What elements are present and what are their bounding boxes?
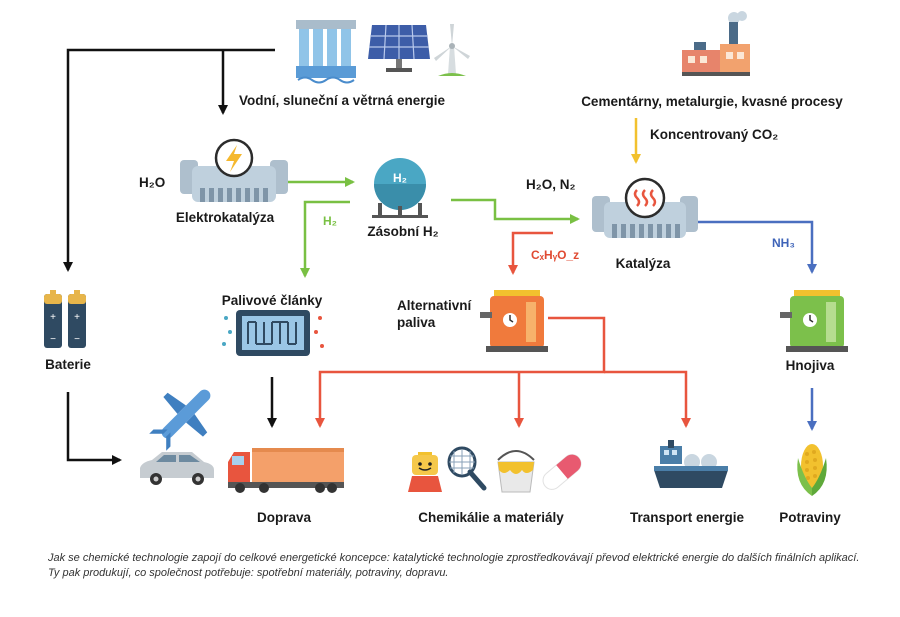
label-batteries: Baterie bbox=[45, 357, 91, 372]
truck-icon bbox=[228, 448, 344, 493]
label-fuel-cells: Palivové články bbox=[222, 293, 323, 308]
arrow-fuels-branch bbox=[315, 316, 606, 428]
electrolyzer-icon bbox=[180, 138, 288, 202]
label-energy-sources: Vodní, sluneční a větrná energie bbox=[239, 93, 446, 108]
label-alt-fuels-2: paliva bbox=[397, 315, 436, 330]
battery-icon: + + − − bbox=[44, 290, 86, 348]
arrow-catalysis-to-fuels bbox=[508, 231, 553, 275]
solar-panel-icon bbox=[368, 24, 430, 72]
arrow-fuels-to-energy-transport bbox=[604, 370, 691, 428]
label-transport: Doprava bbox=[257, 510, 312, 525]
label-h2o: H₂O bbox=[139, 175, 165, 190]
hydro-dam-icon bbox=[296, 20, 356, 84]
lego-figure-icon bbox=[408, 452, 442, 492]
label-h2o-n2: H₂O, N₂ bbox=[526, 177, 576, 192]
arrows bbox=[63, 48, 817, 465]
reactor-icon bbox=[592, 177, 698, 238]
fertilizer-tank-icon bbox=[780, 290, 848, 352]
hydrogen-tank-label: H₂ bbox=[393, 171, 407, 185]
label-food: Potraviny bbox=[779, 510, 841, 525]
label-co2: Koncentrovaný CO₂ bbox=[650, 127, 778, 142]
hydrogen-tank-icon: H₂ bbox=[372, 158, 428, 218]
fuel-cell-icon bbox=[222, 310, 324, 356]
wind-turbine-icon bbox=[434, 24, 470, 76]
arrow-storage-to-fuelcells bbox=[300, 200, 350, 278]
svg-text:−: − bbox=[50, 334, 56, 345]
car-icon bbox=[140, 452, 214, 485]
arrow-batteries-to-transport bbox=[66, 392, 122, 465]
arrow-sources-to-batteries bbox=[63, 48, 275, 272]
corn-icon bbox=[797, 444, 827, 496]
label-electrocatalysis: Elektrokatalýza bbox=[176, 210, 275, 225]
svg-text:+: + bbox=[50, 312, 56, 323]
label-h2-flow: H₂ bbox=[323, 214, 337, 228]
label-cxhyoz: CₓHᵧO_z bbox=[531, 248, 579, 262]
label-alt-fuels-1: Alternativní bbox=[397, 298, 473, 313]
label-nh3: NH₃ bbox=[772, 236, 795, 250]
cargo-ship-icon bbox=[654, 440, 728, 488]
label-industry: Cementárny, metalurgie, kvasné procesy bbox=[581, 94, 843, 109]
tennis-racket-icon bbox=[447, 446, 487, 491]
arrow-storage-to-catalysis bbox=[451, 198, 580, 224]
svg-text:+: + bbox=[74, 312, 80, 323]
factory-icon bbox=[682, 11, 750, 76]
pill-icon bbox=[542, 454, 582, 490]
label-chemicals: Chemikálie a materiály bbox=[418, 510, 564, 525]
arrow-catalysis-to-fertilizer bbox=[697, 220, 817, 274]
svg-text:−: − bbox=[74, 334, 80, 345]
label-storage-h2: Zásobní H₂ bbox=[367, 224, 438, 239]
label-energy-transport: Transport energie bbox=[630, 510, 745, 525]
label-catalysis: Katalýza bbox=[616, 256, 671, 271]
fuel-tank-icon bbox=[480, 290, 548, 352]
airplane-icon bbox=[149, 389, 211, 451]
figure-caption: Jak se chemické technologie zapojí do ce… bbox=[48, 552, 860, 579]
paint-bucket-icon bbox=[497, 450, 535, 493]
label-fertilizers: Hnojiva bbox=[786, 358, 835, 373]
